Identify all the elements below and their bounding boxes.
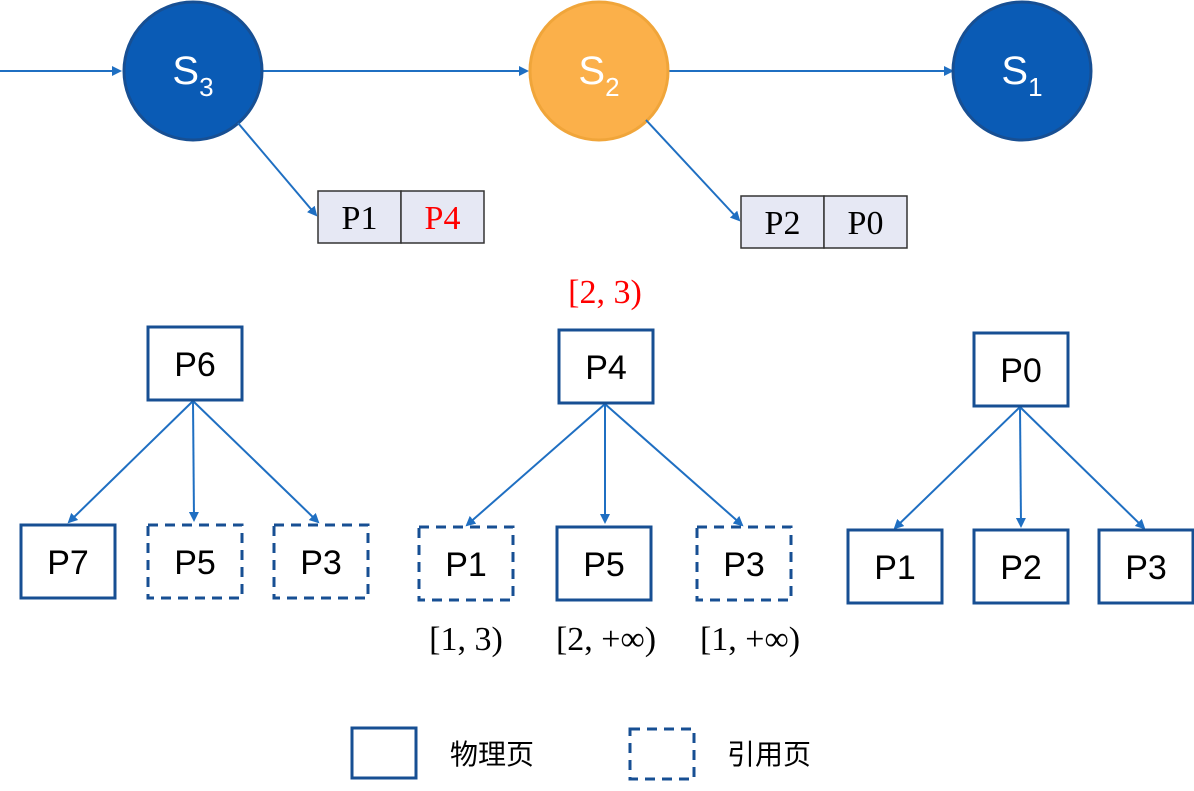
child-page-box	[555, 525, 653, 602]
child-page-box	[19, 523, 117, 600]
tree-edge	[465, 403, 606, 527]
state-circle	[528, 0, 670, 142]
page-cell	[400, 190, 485, 244]
child-page-label: P7	[47, 544, 89, 582]
root-range-label: [2, 3)	[568, 274, 642, 311]
child-page-label: P5	[583, 546, 625, 584]
root-page-label: P4	[585, 349, 627, 387]
state-node-s3: S3	[122, 0, 264, 142]
child-page-box	[695, 525, 793, 602]
root-page-box	[972, 331, 1070, 408]
page-tree-p0: P0 P1 P2 P3	[846, 331, 1194, 605]
tree-edge	[192, 400, 320, 524]
legend-reference-label: 引用页	[727, 739, 811, 770]
tree-edge	[188, 400, 199, 522]
page-cell	[317, 190, 402, 244]
page-list-s2: P2 P0	[740, 195, 908, 249]
tree-edge	[893, 406, 1021, 530]
page-cell-label: P0	[848, 205, 884, 242]
arrow-s3-to-page-list	[237, 122, 318, 217]
legend-physical-label: 物理页	[450, 739, 534, 770]
legend-physical-swatch	[350, 726, 418, 780]
child-page-label: P3	[723, 546, 765, 584]
root-page-label: P0	[1000, 352, 1042, 390]
child-page-box	[972, 528, 1070, 605]
page-tree-p4: [2, 3) P4 P1 [1, 3) P5 [2, +∞) P3 [1, +∞…	[417, 274, 800, 658]
state-label: S2	[578, 49, 619, 102]
root-page-box	[146, 325, 244, 402]
child-page-box	[272, 523, 370, 600]
state-node-s1: S1	[951, 0, 1093, 142]
state-node-s2: S2	[528, 0, 670, 142]
child-page-box	[846, 528, 944, 605]
page-cell-label: P4	[425, 200, 461, 237]
tree-edge	[67, 400, 194, 524]
legend-reference-swatch	[628, 727, 696, 781]
page-cell	[823, 195, 908, 249]
page-cell	[740, 195, 825, 249]
tree-edge	[604, 403, 744, 527]
page-cell-label: P2	[765, 205, 801, 242]
state-label: S3	[172, 49, 213, 102]
page-list-s3: P1 P4	[317, 190, 485, 244]
child-page-label: P5	[174, 544, 216, 582]
child-page-box	[417, 525, 515, 602]
child-range-label: [1, +∞)	[700, 621, 800, 658]
child-page-label: P1	[874, 549, 916, 587]
child-page-label: P3	[300, 544, 342, 582]
state-chain: S3 S2 S1 P1 P4 P2 P0	[0, 0, 1093, 249]
child-page-box	[146, 523, 244, 600]
child-page-label: P3	[1125, 549, 1167, 587]
child-page-label: P1	[445, 546, 487, 584]
tree-edge	[1015, 406, 1026, 528]
child-page-box	[1097, 528, 1194, 605]
arrow-s2-to-page-list	[645, 119, 741, 222]
child-range-label: [2, +∞)	[556, 621, 656, 658]
tree-edge	[1019, 406, 1146, 530]
state-circle	[951, 0, 1093, 142]
state-circle	[122, 0, 264, 142]
root-page-box	[557, 328, 655, 405]
root-page-label: P6	[174, 346, 216, 384]
page-cell-label: P1	[342, 200, 378, 237]
legend: 物理页 引用页	[350, 726, 811, 781]
child-range-label: [1, 3)	[429, 621, 503, 658]
child-page-label: P2	[1000, 549, 1042, 587]
page-tree-p6: P6 P7 P5 P3	[19, 325, 370, 600]
state-label: S1	[1001, 49, 1042, 102]
